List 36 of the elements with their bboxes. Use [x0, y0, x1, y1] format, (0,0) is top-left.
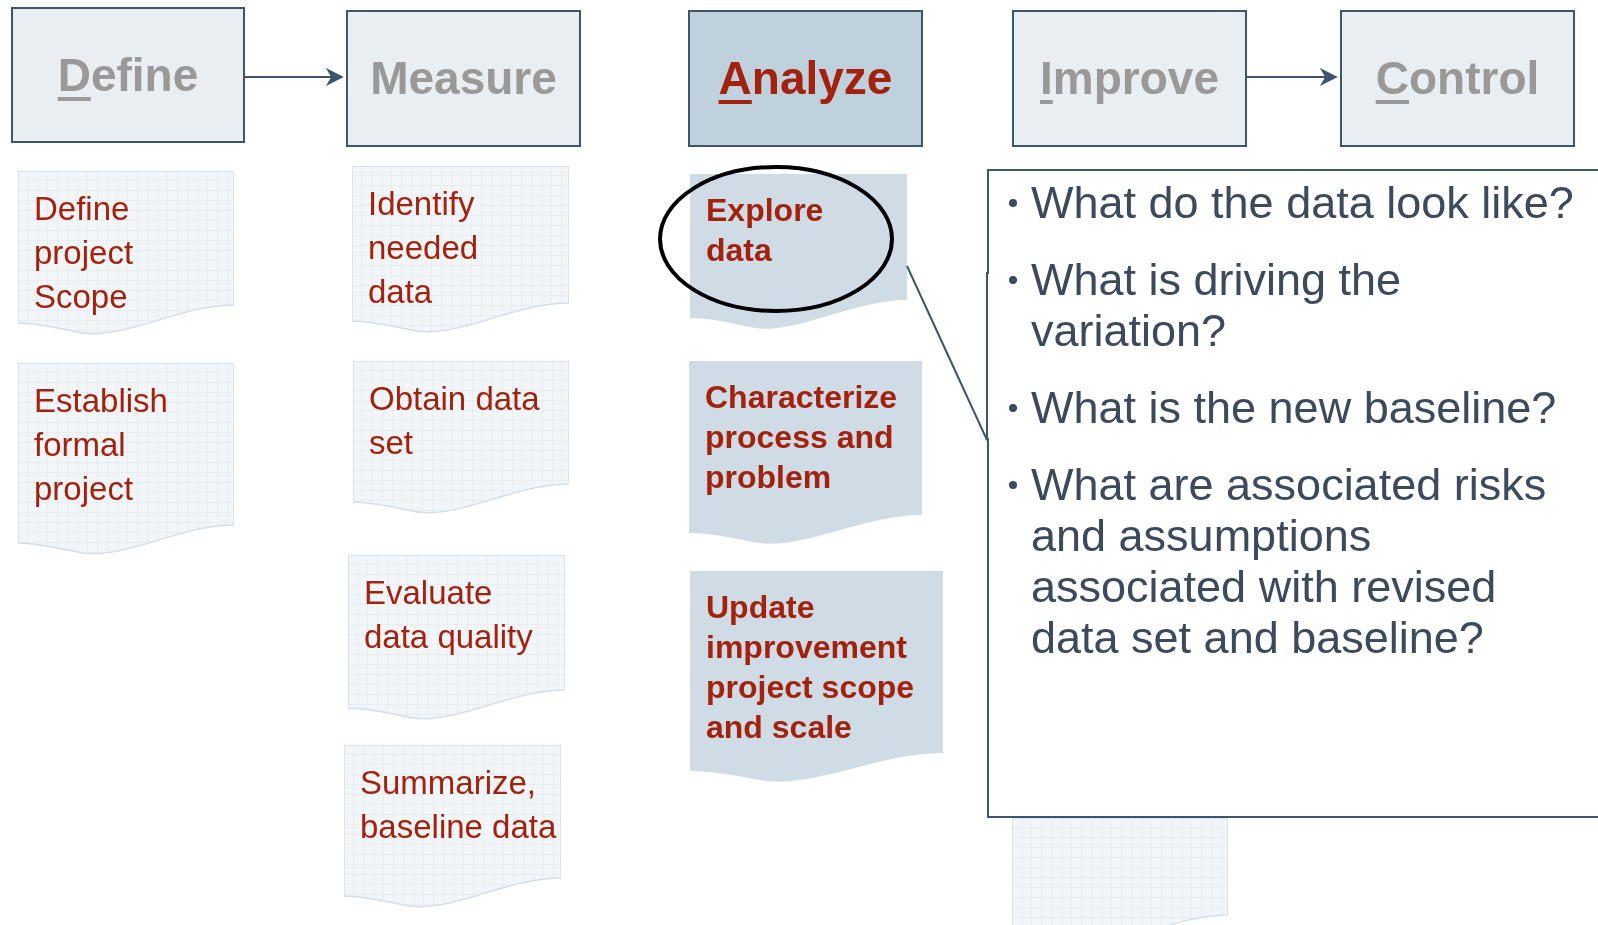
phase-box: [1340, 10, 1575, 147]
step-label: Evaluate data quality: [364, 573, 534, 657]
step-label: Establish formal project: [34, 381, 169, 509]
bullet-text: What is driving the variation?: [1031, 254, 1403, 356]
step-label: Characterize process and problem: [705, 378, 899, 497]
document-card: [352, 166, 569, 333]
document-card: [344, 745, 561, 908]
step-label: Define project Scope: [34, 189, 135, 317]
step-label: Explore data: [706, 191, 825, 270]
bullet-text: What do the data look like?: [1031, 177, 1575, 228]
step-label: Summarize, baseline data: [360, 763, 557, 847]
document-card: [18, 363, 234, 555]
step-label: Update improvement project scope and scale: [706, 588, 916, 747]
document-card: [690, 571, 943, 783]
bullet-text: What are associated risks and assumptions associated with revised data set and baseline?: [1031, 459, 1548, 663]
document-card: [353, 361, 569, 514]
phase-box: [1012, 10, 1247, 147]
phase-box: [11, 7, 245, 143]
document-card: [690, 174, 907, 330]
phase-title: Analyze: [718, 51, 893, 106]
document-card: [18, 171, 234, 335]
arrow: [244, 68, 344, 86]
phase-box: [688, 10, 923, 147]
step-label: Obtain data set: [369, 379, 541, 463]
document-card: [348, 555, 565, 720]
phase-title: Control: [1375, 51, 1540, 106]
phase-title: Define: [57, 47, 199, 103]
document-card: [1012, 818, 1228, 925]
bullet-text: What is the new baseline?: [1031, 382, 1558, 433]
document-card: [689, 361, 922, 545]
step-label: Identify needed data: [368, 184, 480, 312]
callout-box: [987, 169, 1598, 818]
phase-title: Measure: [370, 51, 557, 106]
phase-title: Improve: [1040, 51, 1219, 106]
arrow: [1246, 68, 1338, 86]
phase-box: [346, 10, 581, 147]
